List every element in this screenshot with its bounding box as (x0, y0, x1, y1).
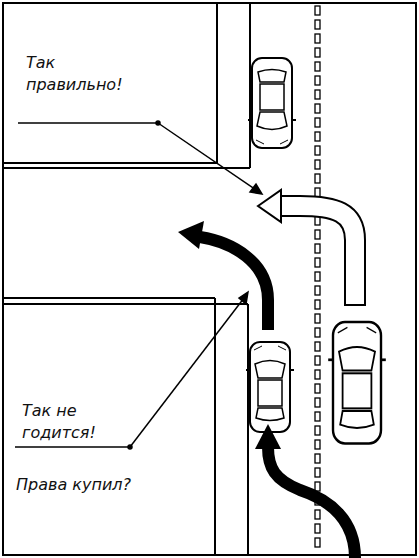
leader-lines (15, 121, 262, 449)
handwritten-note: Так не годится! (22, 400, 122, 444)
kerbs (3, 3, 250, 555)
frame (3, 3, 416, 555)
correct-arrow (258, 190, 366, 307)
suv (328, 322, 386, 444)
handwritten-note: Так правильно! (26, 52, 151, 96)
wrong-arrow (178, 221, 355, 558)
handwritten-note: Права купил? (16, 474, 166, 496)
car (246, 342, 294, 432)
car (248, 58, 296, 148)
centre-line (315, 6, 320, 547)
